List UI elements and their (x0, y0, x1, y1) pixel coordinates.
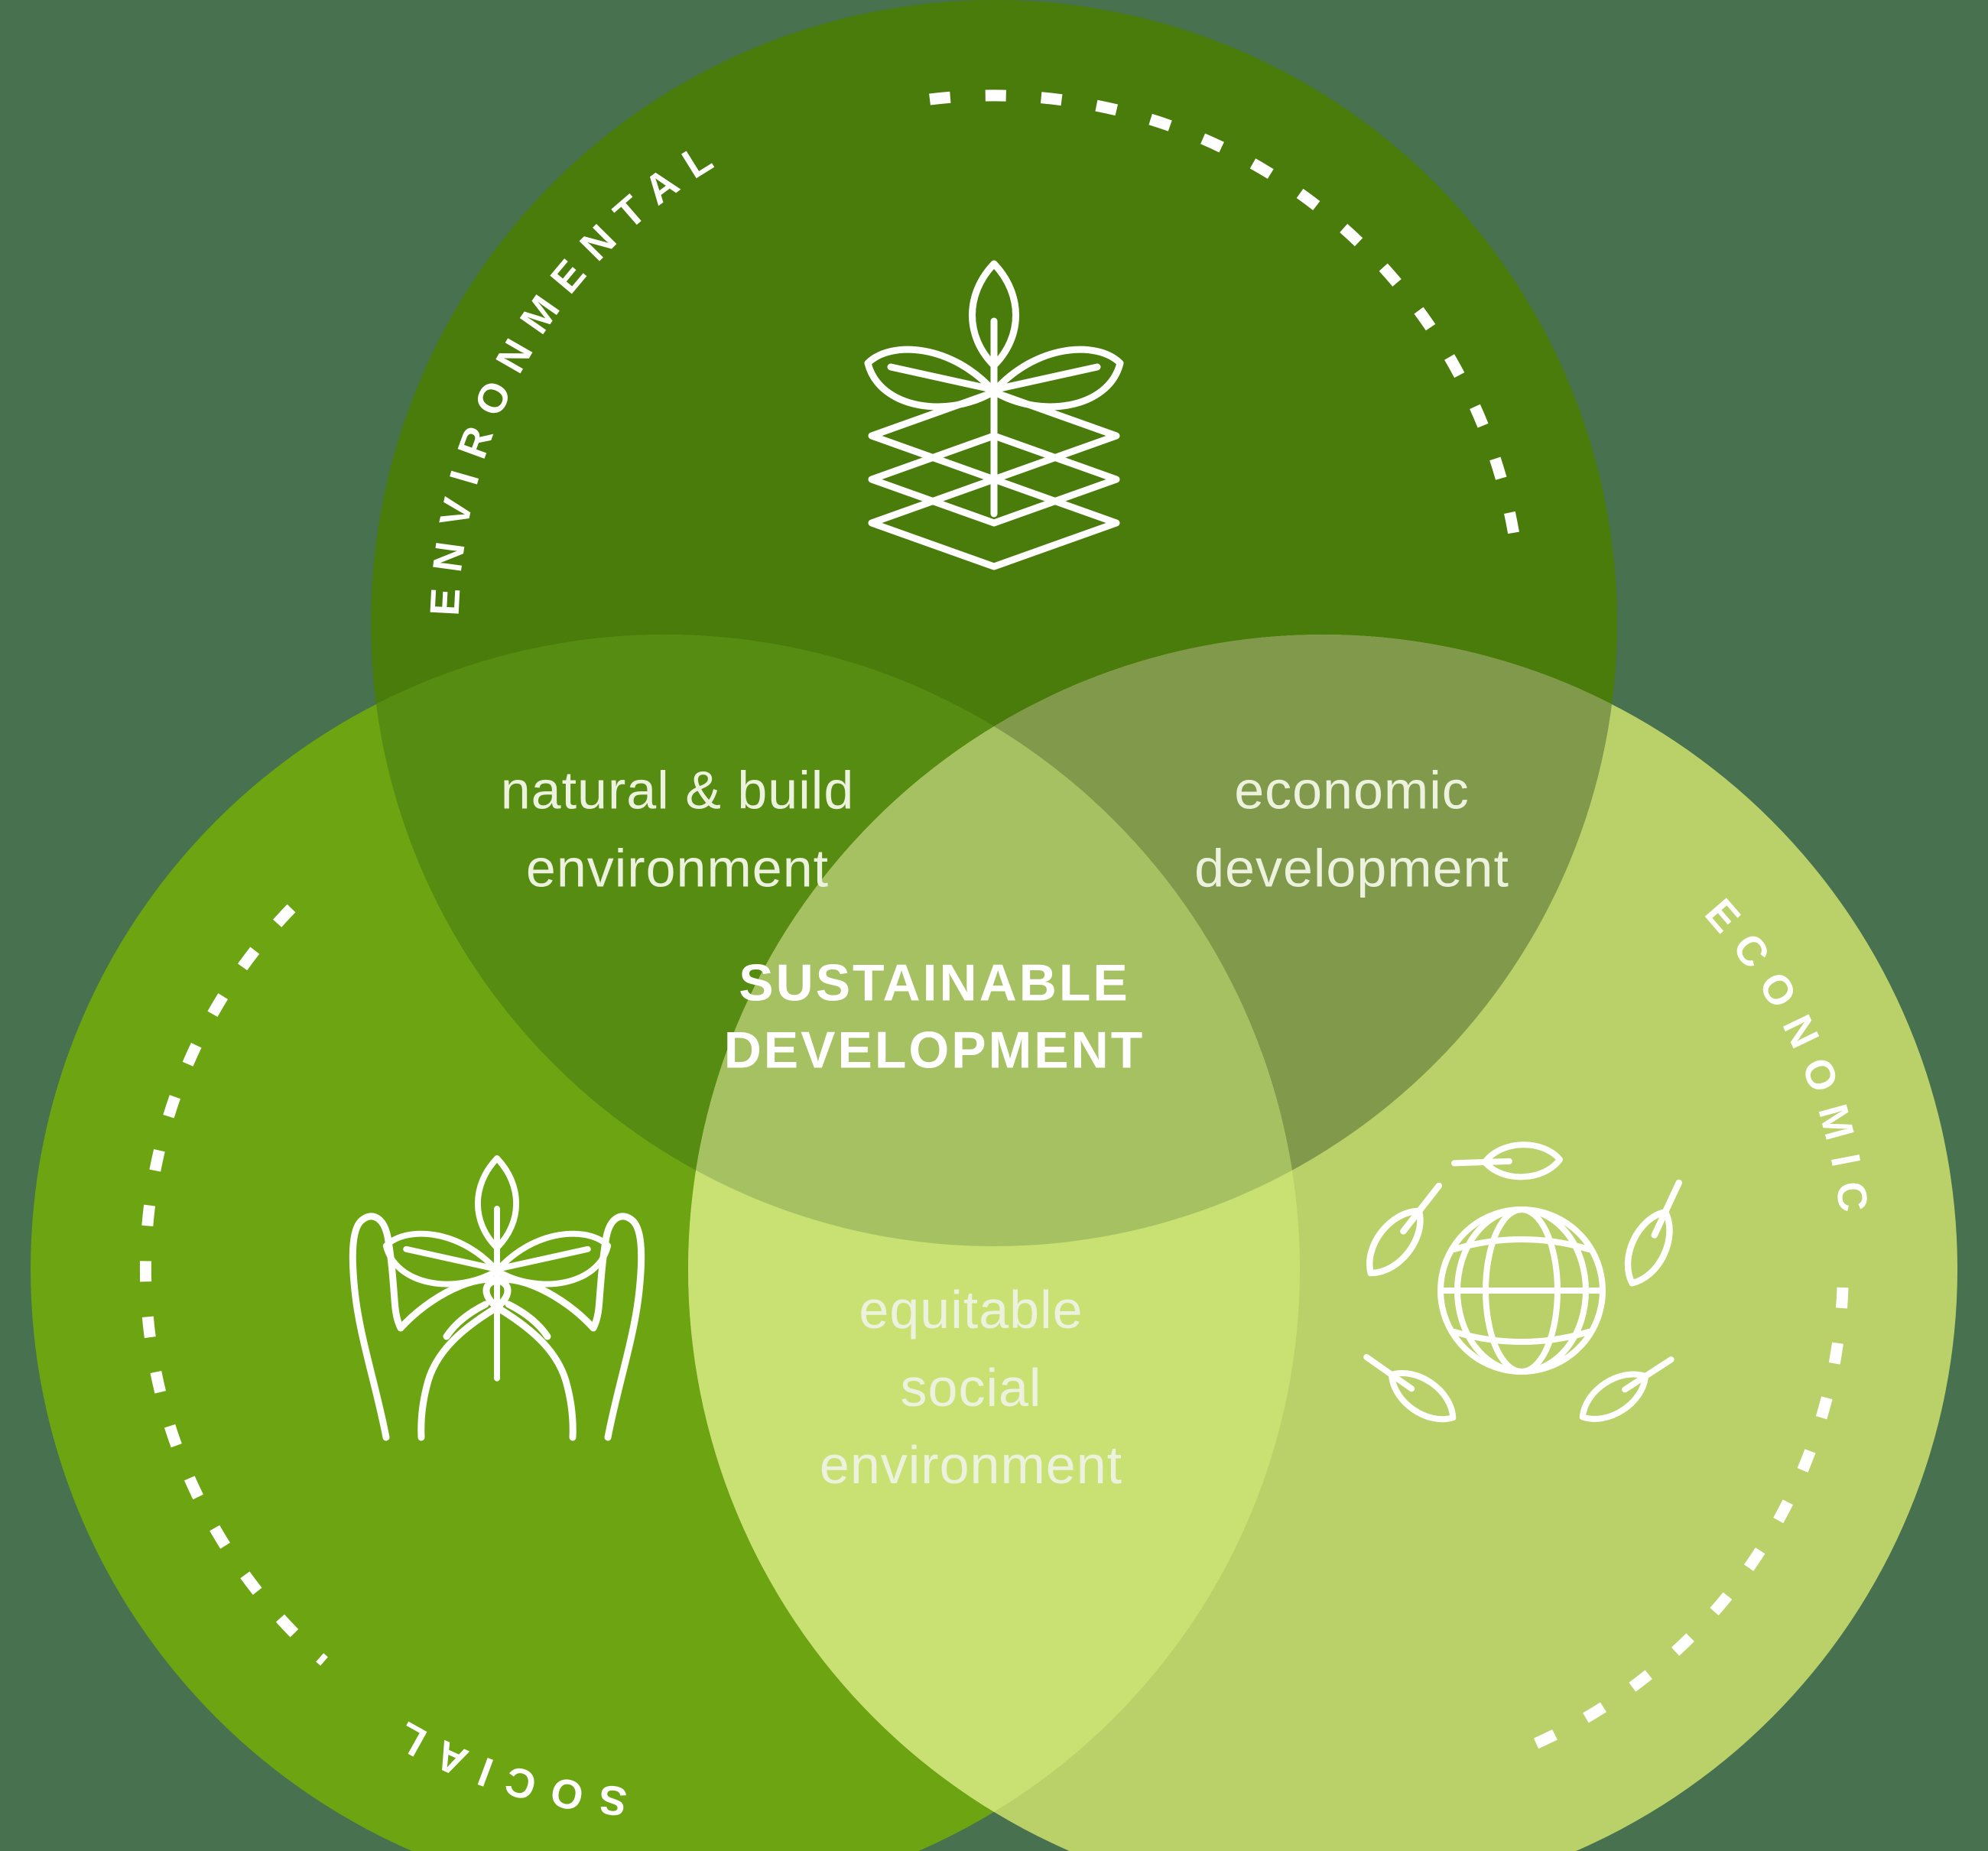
seedling-soil-layers-icon (868, 264, 1120, 570)
overlap-label-economic-development: economic development (1194, 760, 1509, 898)
overlap-label-natural-build-environment: natural & build environment (500, 760, 855, 898)
dashed-arc-environmental (929, 89, 1522, 551)
overlap-center-triple (688, 635, 1300, 1246)
center-title: SUSTAINABLE DEVELOPMENT (723, 953, 1145, 1080)
dashed-arc-economic (1524, 1287, 1849, 1753)
dashed-arc-social (139, 904, 328, 1666)
globe-with-leaves-icon (1357, 1144, 1694, 1431)
overlap-label-equitable-social-environment: equitable social environment (819, 1279, 1123, 1495)
